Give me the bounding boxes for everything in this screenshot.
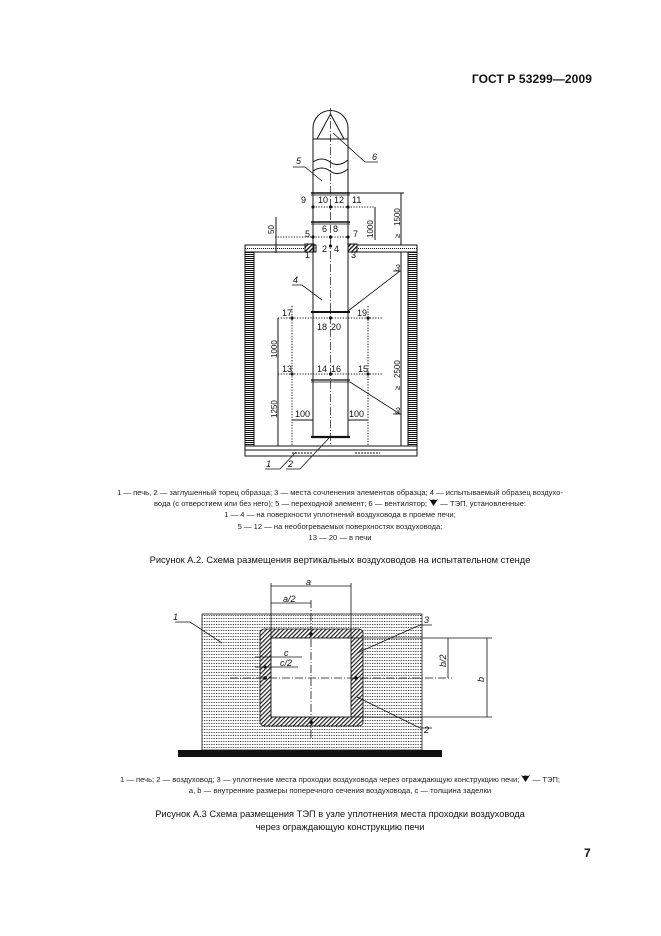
svg-text:3: 3 (395, 406, 400, 416)
legend-line: вода (с отверстием или без него); 5 — пе… (153, 499, 527, 509)
svg-text:4: 4 (334, 244, 339, 254)
svg-text:a/2: a/2 (283, 594, 296, 604)
figure-a3-drawing: a a/2 c c/2 1 3 2 b/2 b (173, 577, 492, 757)
legend-line: 13 — 20 — в печи (308, 532, 372, 542)
svg-text:2: 2 (322, 244, 327, 254)
caption-line: через ограждающую конструкцию печи (255, 821, 425, 832)
svg-text:b/2: b/2 (438, 654, 448, 667)
tep-sensor-icon (521, 775, 531, 782)
standard-designation: ГОСТ Р 53299—2009 (471, 72, 592, 86)
svg-text:2: 2 (423, 725, 429, 735)
svg-text:1: 1 (305, 250, 310, 260)
svg-text:8: 8 (333, 224, 338, 234)
legend-line: 5 — 12 — на необогреваемых поверхностях … (237, 521, 443, 531)
svg-text:6: 6 (372, 152, 377, 162)
svg-text:50: 50 (267, 225, 276, 234)
svg-text:b: b (476, 677, 486, 682)
svg-text:1500: 1500 (393, 208, 402, 226)
svg-text:c/2: c/2 (280, 658, 292, 668)
figure-a3-caption: Рисунок А.3 Схема размещения ТЭП в узле … (60, 808, 620, 833)
legend-line: 1 — печь; 2 — воздуховод; 3 — уплотнение… (120, 775, 560, 784)
svg-text:4: 4 (293, 275, 298, 285)
figure-a2-legend: 1 — печь, 2 — заглушенный торец образца;… (60, 487, 620, 543)
svg-text:2500: 2500 (393, 360, 402, 378)
legend-line: a, b — внутренние размеры поперечного се… (188, 786, 492, 796)
svg-text:19: 19 (357, 308, 367, 318)
svg-text:5: 5 (305, 229, 310, 239)
svg-text:17: 17 (282, 308, 292, 318)
svg-text:2: 2 (287, 459, 293, 469)
svg-text:10: 10 (318, 195, 328, 205)
figure-a3-labels: a a/2 c c/2 1 3 2 b/2 b (173, 577, 486, 735)
svg-text:13: 13 (282, 364, 292, 374)
svg-text:3: 3 (424, 615, 429, 625)
svg-text:1000: 1000 (270, 340, 279, 358)
svg-text:9: 9 (301, 195, 306, 205)
svg-text:≥: ≥ (393, 385, 402, 390)
svg-text:1250: 1250 (270, 400, 279, 418)
svg-text:12: 12 (334, 195, 344, 205)
svg-text:20: 20 (331, 322, 341, 332)
svg-text:100: 100 (349, 409, 364, 419)
page-number: 7 (584, 846, 591, 860)
svg-text:1: 1 (173, 612, 178, 622)
svg-text:5: 5 (296, 156, 302, 166)
caption-line: Рисунок А.3 Схема размещения ТЭП в узле … (155, 809, 525, 819)
legend-line: 1 — печь, 2 — заглушенный торец образца;… (117, 488, 563, 497)
svg-text:15: 15 (358, 364, 368, 374)
svg-text:3: 3 (351, 250, 356, 260)
svg-text:1000: 1000 (366, 220, 375, 238)
svg-text:11: 11 (352, 195, 361, 205)
svg-text:18: 18 (317, 322, 327, 332)
svg-text:a: a (306, 577, 311, 587)
svg-text:7: 7 (353, 229, 358, 239)
svg-text:14: 14 (317, 364, 327, 374)
figure-a3-legend: 1 — печь; 2 — воздуховод; 3 — уплотнение… (60, 774, 620, 796)
legend-line: 1 — 4 — на поверхности уплотнений воздух… (224, 510, 456, 520)
svg-text:1: 1 (266, 459, 271, 469)
svg-text:c: c (284, 648, 289, 658)
svg-text:16: 16 (331, 364, 341, 374)
svg-text:100: 100 (295, 409, 310, 419)
svg-text:3: 3 (395, 263, 400, 273)
svg-text:6: 6 (322, 224, 327, 234)
figure-a2-caption: Рисунок А.2. Схема размещения вертикальн… (149, 555, 531, 565)
svg-text:≥: ≥ (393, 233, 402, 238)
tep-sensor-icon (429, 499, 439, 507)
